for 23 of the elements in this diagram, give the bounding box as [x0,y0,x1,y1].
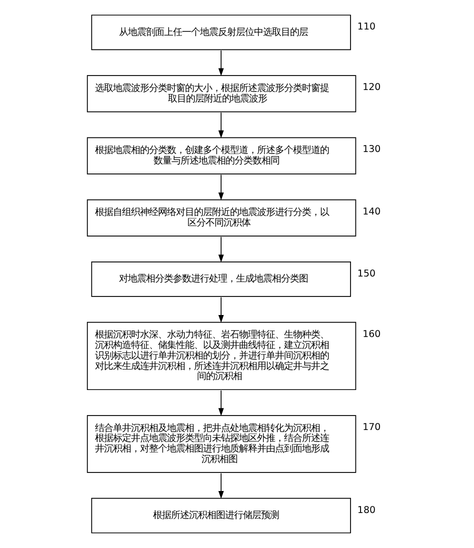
node-label: 150 [356,268,376,280]
arrow [218,174,224,200]
arrow [218,236,224,262]
node-box: 从地震剖面上任一个地震反射层位中选取目的层 [90,14,350,50]
node-box: 根据所述沉积相图进行储层预测 [90,498,350,534]
node-box: 根据自组织神经网络对目的层附近的地震波形进行分类，以区分不同沉积体 [86,199,356,236]
node-label: 120 [362,82,380,94]
arrow [218,50,224,76]
node-label: 140 [362,206,380,218]
node-label: 170 [362,422,380,434]
node-label: 130 [362,144,380,156]
arrow [218,390,224,416]
arrow [218,472,224,499]
arrow [218,296,224,323]
node-box: 选取地震波形分类时窗的大小，根据所述震波形分类时窗提取目的层附近的地震波形 [86,75,356,112]
arrow [218,112,224,138]
node-label: 110 [356,22,376,33]
node-box: 根据沉积时水深、水动力特征、岩石物理特征、生物种类、沉积构造特征、储集性能、以及测井曲线特征，建立沉积相识别标志以进行单井沉积相的划分，并进行单井间沉积相的对比来生成连井沉积相，所述连井沉积相用以确定井与井之间的沉积相 [86,322,356,390]
node-label: 160 [362,328,380,340]
node-box: 根据地震相的分类数，创建多个模型道，所述多个模型道的数量与所述地震相的分类数相同 [86,137,356,174]
node-label: 180 [356,504,376,516]
node-box: 结合单井沉积相及地震相，把井点处地震相转化为沉积相，根据标定井点地震波形类型向未钻探地区外推，结合所述连井沉积相，对整个地震相图进行地质解释并由点到面地形成沉积相图 [86,415,356,473]
node-box: 对地震相分类参数进行处理，生成地震相分类图 [90,261,350,297]
